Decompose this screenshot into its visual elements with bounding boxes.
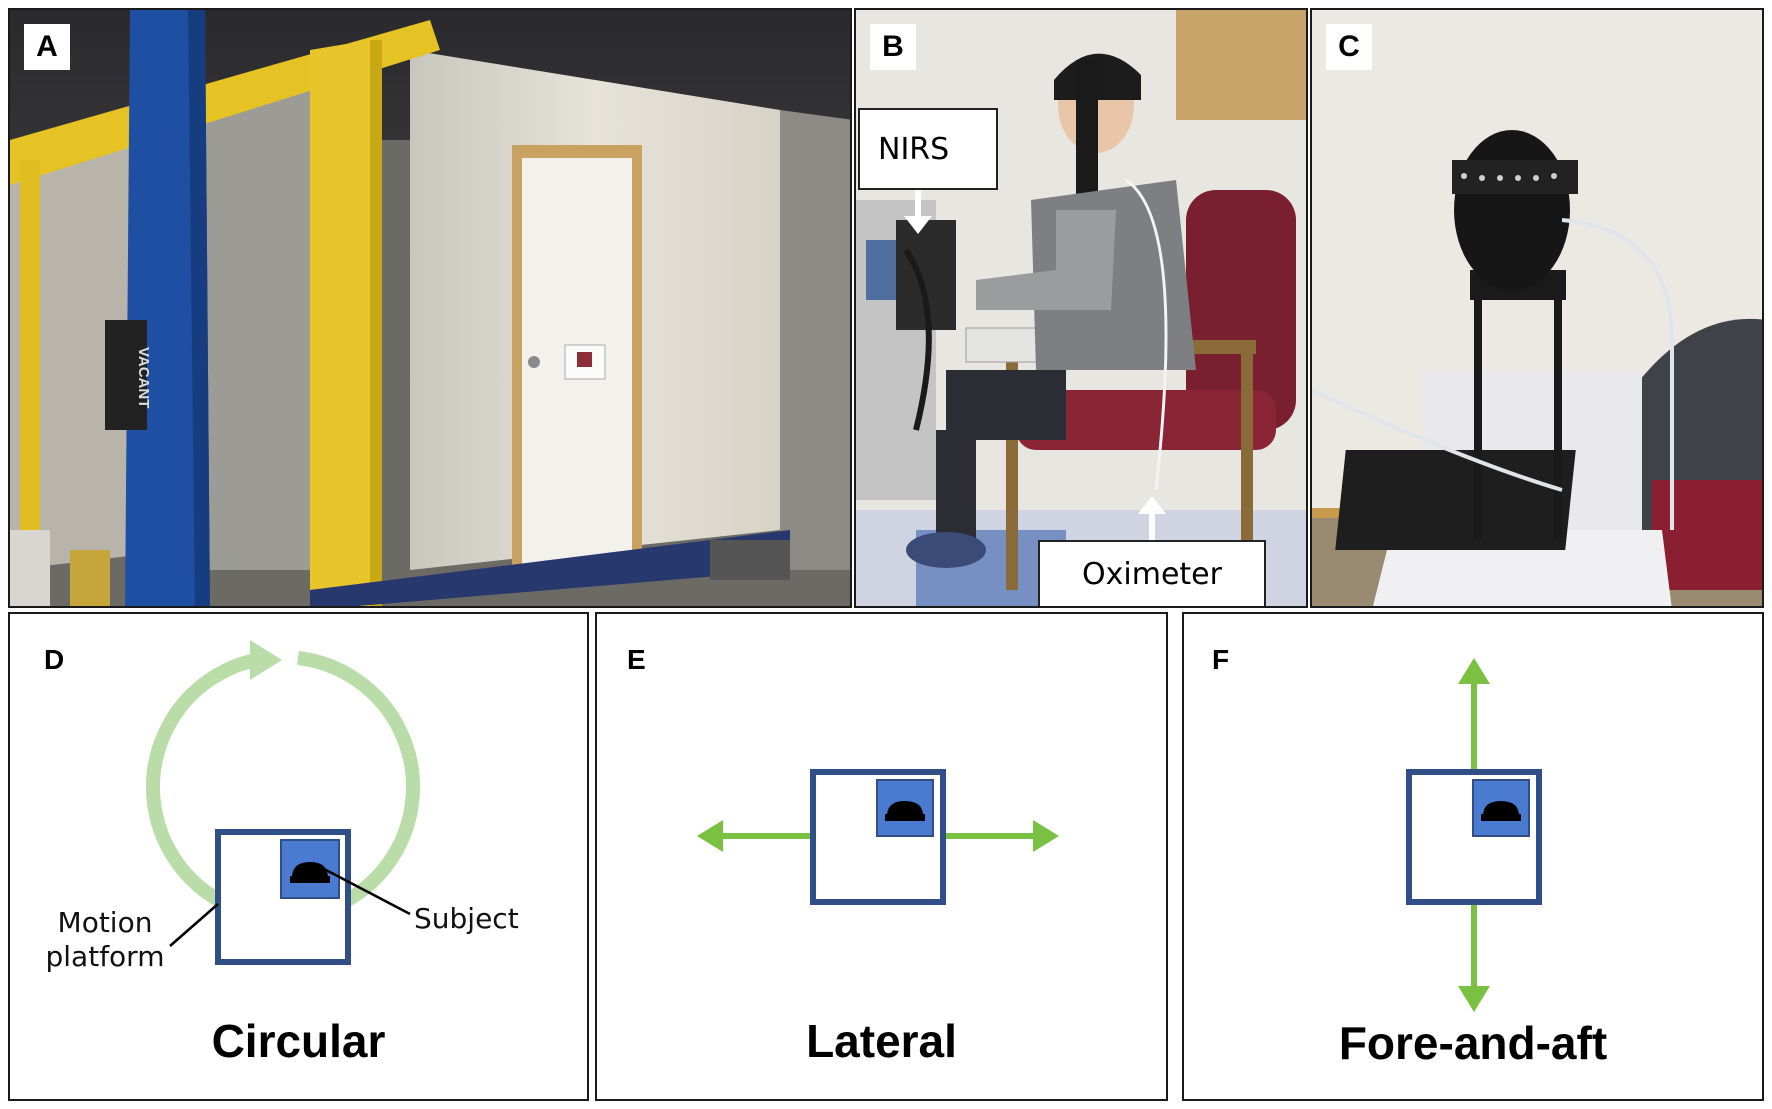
subject-leader-line [325,868,411,916]
panel-label-c: C [1326,24,1372,70]
vacant-sign: VACANT [135,347,152,409]
subject-marker [280,839,340,899]
photo-panel-a: A VACANT [8,8,852,608]
subject-icon [1483,801,1519,816]
lateral-arrow-left-head [697,820,723,852]
lateral-arrow-right-head [1033,820,1059,852]
nirs-callout: NIRS [858,108,998,190]
phantom-photo-illustration [1312,10,1762,606]
lateral-title: Lateral [806,1015,957,1067]
diagram-panel-e: E Lateral [595,612,1168,1101]
photo-panel-b: B NIRS Oximeter [854,8,1308,608]
fore-aft-arrow-top-head [1458,658,1490,684]
subject-photo-illustration [856,10,1306,606]
circular-motion-diagram [146,640,420,965]
subject-label: Subject [414,902,519,935]
diagram-panel-f: F Fore-and-aft [1182,612,1764,1101]
panel-label-d: D [44,644,65,675]
cabin-photo-illustration [10,10,850,606]
fore-aft-motion-diagram [1406,658,1542,1012]
fore-aft-title: Fore-and-aft [1338,1017,1608,1069]
lateral-motion-diagram [697,769,1059,905]
panel-label-f: F [1212,644,1230,675]
oximeter-callout: Oximeter [1038,540,1266,606]
platform-leader-line [169,903,219,947]
motion-platform-label: Motion platform [45,906,165,973]
panel-label-b: B [870,24,916,70]
photo-panel-c: C [1310,8,1764,608]
circular-arrow-head [250,640,282,680]
subject-icon [292,862,328,878]
diagram-panel-d: D Motion platform Subject Circular [8,612,589,1101]
fore-aft-arrow-bottom-head [1458,986,1490,1012]
panel-label-e: E [627,644,646,675]
subject-icon [887,801,923,816]
panel-label-a: A [24,24,70,70]
circular-title: Circular [211,1015,386,1067]
